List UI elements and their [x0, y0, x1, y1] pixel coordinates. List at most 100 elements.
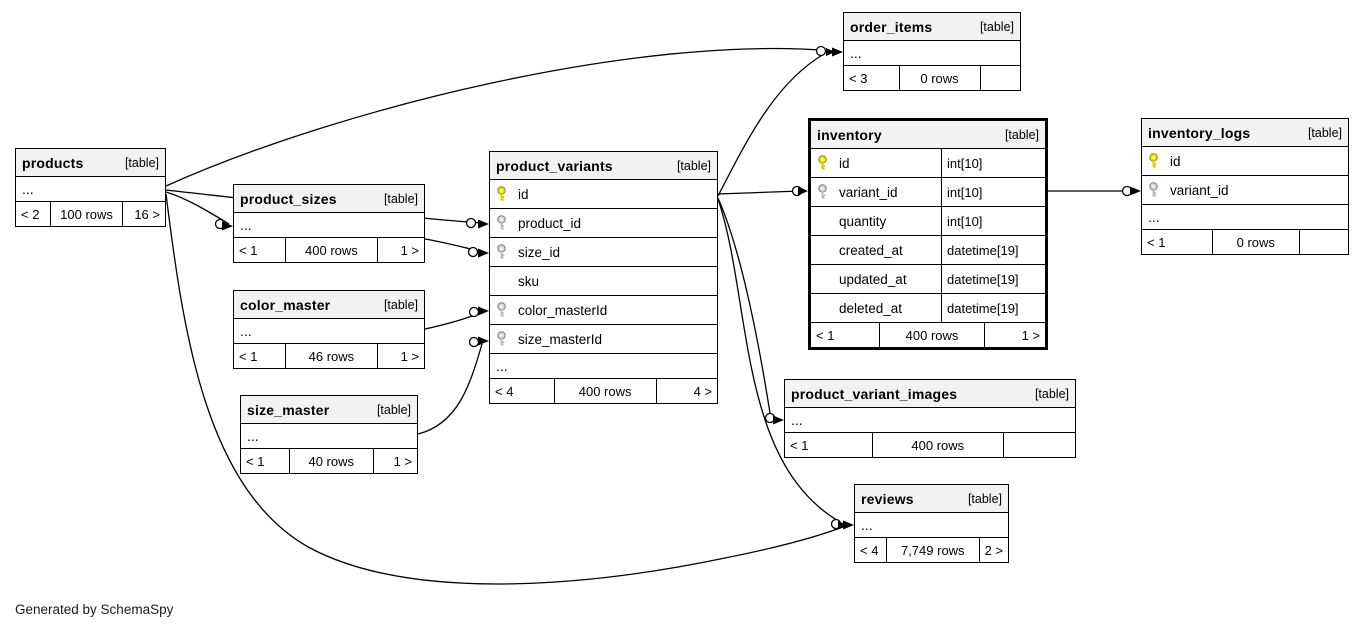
parent-count: < 1: [246, 453, 265, 469]
table-product-sizes-footer: < 1 400 rows 1 >: [234, 237, 424, 262]
foreign-key-icon: [496, 244, 518, 260]
child-count: 1 >: [376, 238, 425, 262]
parent-count: < 1: [239, 242, 258, 258]
table-type-label: [table]: [383, 297, 418, 312]
connector-circle-product-sizes: [214, 218, 226, 230]
column-type: datetime[19]: [941, 265, 1045, 293]
row-count: 400 rows: [285, 238, 376, 262]
column-name: id: [839, 155, 850, 171]
table-inventory-logs[interactable]: inventory_logs [table] id variant_id ...…: [1141, 118, 1349, 255]
columns-ellipsis: ...: [234, 318, 424, 343]
column-cell: variant_id: [811, 178, 941, 206]
column-row-variant-id: variant_id: [1142, 175, 1348, 204]
table-product-variants[interactable]: product_variants [table] id product_id: [489, 151, 718, 404]
connector-circle-inventory: [791, 185, 803, 197]
table-products-title: products: [22, 154, 84, 171]
connector-circle-inventory-logs: [1121, 185, 1133, 197]
column-type: datetime[19]: [941, 294, 1045, 322]
arrowhead-order-items-1: [832, 47, 843, 57]
column-name: size_id: [518, 244, 561, 260]
table-inventory[interactable]: inventory [table] id int[10] variant_id …: [808, 118, 1048, 350]
parent-count: < 4: [860, 542, 879, 558]
table-order-items[interactable]: order_items [table] ... < 3 0 rows: [843, 12, 1021, 91]
column-name: variant_id: [839, 184, 898, 200]
table-product-variant-images[interactable]: product_variant_images [table] ... < 1 4…: [784, 379, 1076, 458]
connector-circle-variant-images: [764, 412, 776, 424]
column-cell: id: [811, 149, 941, 177]
generator-note: Generated by SchemaSpy: [15, 602, 174, 617]
column-type: int[10]: [941, 207, 1045, 235]
table-type-label: [table]: [383, 191, 418, 206]
table-product-variant-images-title: product_variant_images: [791, 385, 958, 402]
edge-color-master-product-variants: [424, 311, 484, 330]
column-cell: updated_at: [811, 265, 941, 293]
column-cell: size_masterId: [490, 325, 717, 353]
arrowhead-product-sizes: [222, 221, 233, 231]
column-name: updated_at: [839, 271, 907, 287]
arrowhead-order-items-2: [826, 48, 835, 56]
columns-ellipsis: ...: [844, 40, 1020, 65]
column-name: product_id: [518, 215, 582, 231]
column-cell: id: [490, 180, 717, 208]
table-product-sizes[interactable]: product_sizes [table] ... < 1 400 rows 1…: [233, 184, 425, 263]
connector-circle-size-id: [467, 246, 479, 258]
row-count: 0 rows: [1212, 230, 1299, 254]
table-inventory-logs-title: inventory_logs: [1148, 124, 1251, 141]
child-count: 1 >: [373, 449, 417, 473]
arrowhead-inventory-logs: [1130, 186, 1141, 196]
connector-circle-reviews: [830, 518, 842, 530]
columns-ellipsis: ...: [1142, 204, 1348, 229]
column-name: id: [1170, 153, 1181, 169]
table-reviews-header: reviews [table]: [855, 485, 1008, 512]
table-reviews[interactable]: reviews [table] ... < 4 7,749 rows 2 >: [854, 484, 1009, 563]
primary-key-icon: [496, 186, 518, 202]
table-products-footer: < 2 100 rows 16 >: [16, 201, 165, 226]
columns-ellipsis: ...: [855, 512, 1008, 537]
table-inventory-title: inventory: [817, 126, 882, 143]
column-cell: variant_id: [1142, 176, 1348, 204]
columns-ellipsis: ...: [490, 353, 717, 378]
row-count: 400 rows: [872, 433, 1003, 457]
table-reviews-title: reviews: [861, 490, 914, 507]
edge-product-variants-images: [717, 197, 771, 414]
row-count: 400 rows: [553, 379, 656, 403]
table-products[interactable]: products [table] ... < 2 100 rows 16 >: [15, 148, 166, 227]
table-type-label: [table]: [967, 491, 1002, 506]
column-type: int[10]: [941, 178, 1045, 206]
columns-ellipsis: ...: [241, 423, 417, 448]
foreign-key-icon: [1148, 182, 1170, 198]
table-color-master[interactable]: color_master [table] ... < 1 46 rows 1 >: [233, 290, 425, 369]
child-count: [1298, 230, 1348, 254]
table-color-master-title: color_master: [240, 296, 331, 313]
row-count: 40 rows: [288, 449, 373, 473]
table-product-variants-title: product_variants: [496, 157, 613, 174]
arrowhead-reviews-1: [843, 520, 854, 530]
table-type-label: [table]: [676, 158, 711, 173]
table-inventory-logs-footer: < 1 0 rows: [1142, 229, 1348, 254]
foreign-key-icon: [496, 302, 518, 318]
table-inventory-header: inventory [table]: [811, 121, 1045, 148]
table-color-master-footer: < 1 46 rows 1 >: [234, 343, 424, 368]
arrowhead-size-id: [478, 248, 489, 258]
table-product-variant-images-footer: < 1 400 rows: [785, 432, 1075, 457]
edge-products-product-sizes: [165, 191, 230, 225]
column-cell: size_id: [490, 238, 717, 266]
column-name: quantity: [839, 213, 887, 229]
child-count: 4 >: [655, 379, 717, 403]
column-name: sku: [518, 273, 540, 289]
parent-count: < 4: [495, 383, 514, 399]
connector-circle-product-id: [465, 217, 477, 229]
edge-product-sizes-product-variants: [424, 238, 484, 253]
table-size-master[interactable]: size_master [table] ... < 1 40 rows 1 >: [240, 395, 418, 474]
column-type: datetime[19]: [941, 236, 1045, 264]
column-cell: created_at: [811, 236, 941, 264]
columns-ellipsis: ...: [16, 176, 165, 201]
column-cell: id: [1142, 147, 1348, 175]
table-product-variant-images-header: product_variant_images [table]: [785, 380, 1075, 407]
column-type: int[10]: [941, 149, 1045, 177]
primary-key-icon: [1148, 153, 1170, 169]
child-count: 16 >: [121, 202, 165, 226]
column-row-created-at: created_at datetime[19]: [811, 235, 1045, 264]
foreign-key-icon: [496, 215, 518, 231]
child-count: 2 >: [978, 538, 1008, 562]
